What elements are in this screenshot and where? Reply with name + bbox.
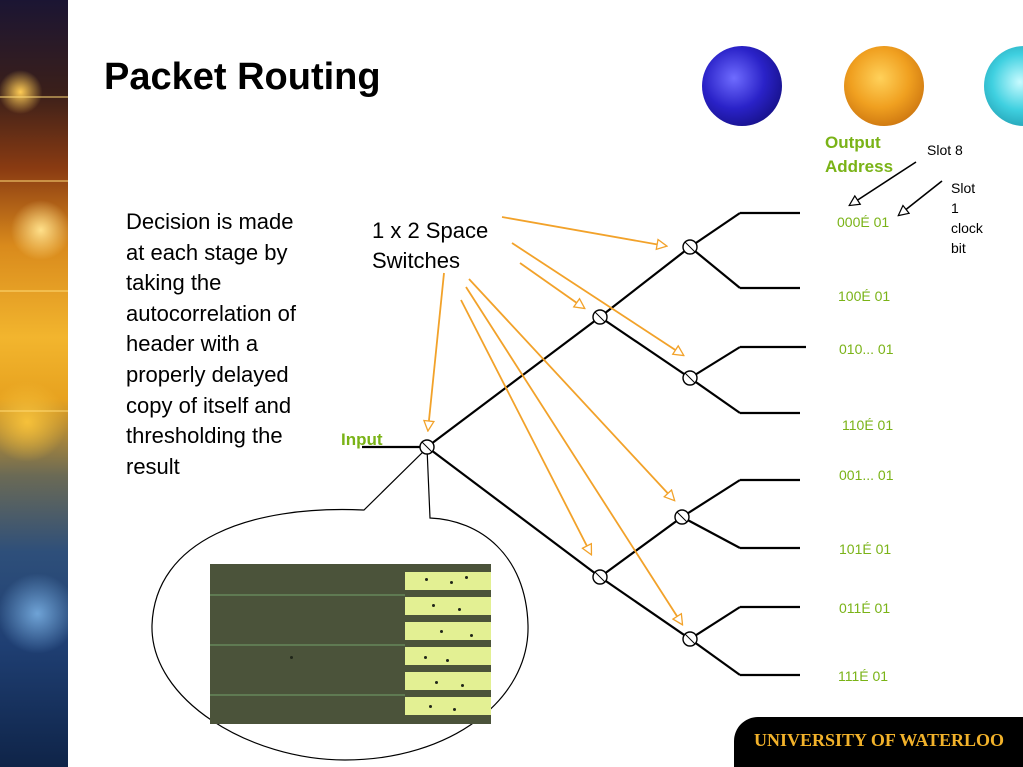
output-address-110: 110É 01 xyxy=(842,417,894,433)
input-label: Input xyxy=(341,430,383,449)
tree-branches xyxy=(362,211,806,677)
zoom-callout xyxy=(151,446,529,761)
slot-1-clock-bit-label: Slot 1 clock bit xyxy=(951,180,983,256)
output-address-001: 001... 01 xyxy=(839,467,894,483)
page-title: Packet Routing xyxy=(104,56,381,98)
switch-node-cross xyxy=(421,241,696,645)
university-logo-text: UNIVERSITY OF WATERLOO xyxy=(754,730,1005,750)
blue-orb-icon xyxy=(702,46,782,126)
output-address-111: 111É 01 xyxy=(838,668,889,684)
switch-micrograph-image xyxy=(210,564,491,724)
output-address-100: 100É 01 xyxy=(838,288,891,304)
switch-pointer-arrows xyxy=(428,216,683,624)
output-address-label: Output Address xyxy=(825,133,894,176)
output-address-101: 101É 01 xyxy=(839,541,892,557)
output-address-011: 011É 01 xyxy=(839,600,891,616)
decorative-side-banner xyxy=(0,0,68,767)
orange-orb-icon xyxy=(844,46,924,126)
slot-8-label: Slot 8 xyxy=(927,142,963,158)
slot-pointer-arrows xyxy=(850,161,943,215)
output-address-000: 000É 01 xyxy=(837,214,890,230)
decision-description: Decision is made at each stage by taking… xyxy=(126,209,296,479)
output-address-010: 010... 01 xyxy=(839,341,894,357)
space-switches-label: 1 x 2 Space Switches xyxy=(372,218,489,273)
footer-banner: UNIVERSITY OF WATERLOO xyxy=(734,717,1023,767)
